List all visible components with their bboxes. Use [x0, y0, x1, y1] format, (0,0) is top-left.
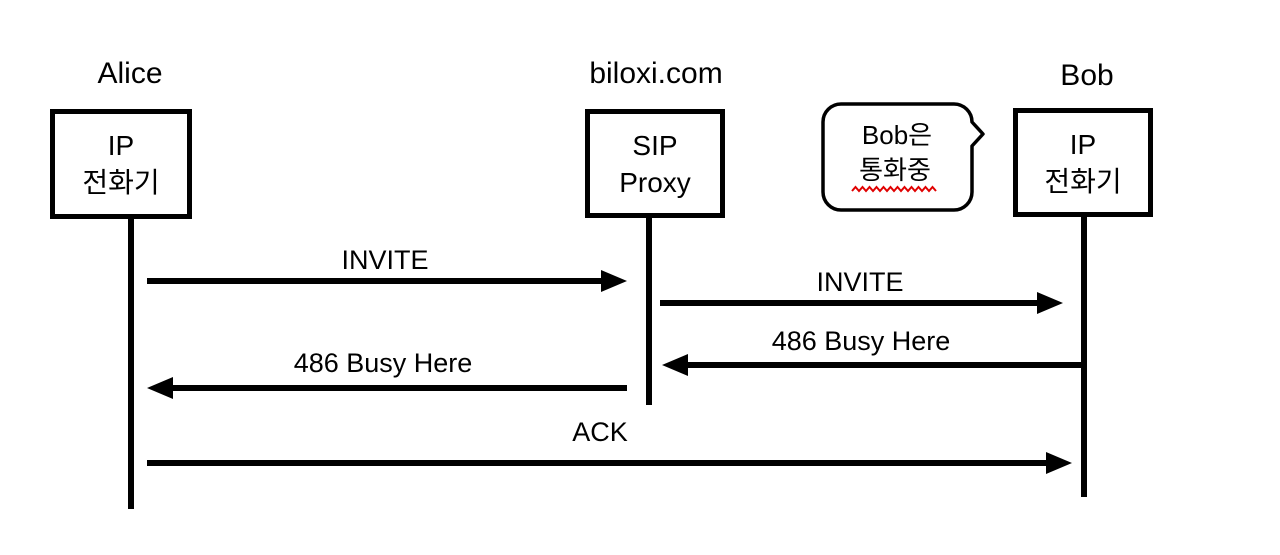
lifeline-alice	[128, 218, 134, 509]
arrowhead-left-icon	[147, 377, 173, 399]
actor-box-proxy-line2: Proxy	[619, 166, 691, 198]
message-arrow-invite-2	[660, 300, 1039, 306]
message-arrow-ack	[147, 460, 1048, 466]
lifeline-bob	[1081, 216, 1087, 497]
actor-label-biloxi: biloxi.com	[589, 57, 723, 90]
message-arrow-invite-1	[147, 278, 603, 284]
speech-bubble-outline	[821, 102, 985, 212]
actor-box-bob-line2: 전화기	[1044, 165, 1122, 197]
actor-box-bob: IP 전화기	[1013, 108, 1153, 217]
actor-box-bob-line1: IP	[1069, 128, 1097, 160]
arrowhead-right-icon	[1037, 292, 1063, 314]
message-label-invite-2: INVITE	[816, 267, 904, 297]
actor-label-alice: Alice	[97, 57, 163, 90]
actor-box-proxy: SIP Proxy	[585, 109, 725, 218]
arrowhead-right-icon	[1046, 452, 1072, 474]
lifeline-proxy	[646, 217, 652, 405]
actor-box-alice: IP 전화기	[50, 109, 192, 219]
arrowhead-left-icon	[662, 354, 688, 376]
message-label-486-1: 486 Busy Here	[771, 326, 951, 356]
arrowhead-right-icon	[601, 270, 627, 292]
message-label-ack: ACK	[572, 417, 628, 447]
message-arrow-486-1	[686, 362, 1081, 368]
callout-text-line2: 통화중	[859, 155, 931, 185]
actor-box-alice-line1: IP	[107, 130, 135, 161]
message-label-invite-1: INVITE	[341, 245, 429, 275]
callout-bubble: Bob은 통화중	[820, 100, 990, 216]
actor-box-proxy-line1: SIP	[632, 129, 678, 161]
spellcheck-squiggle-icon	[851, 185, 937, 193]
actor-label-bob: Bob	[1060, 59, 1114, 92]
message-arrow-486-2	[171, 385, 627, 391]
speech-bubble-icon	[821, 102, 985, 212]
callout-text-line1: Bob은	[861, 120, 933, 150]
message-label-486-2: 486 Busy Here	[293, 348, 473, 378]
actor-box-alice-line2: 전화기	[82, 167, 160, 198]
